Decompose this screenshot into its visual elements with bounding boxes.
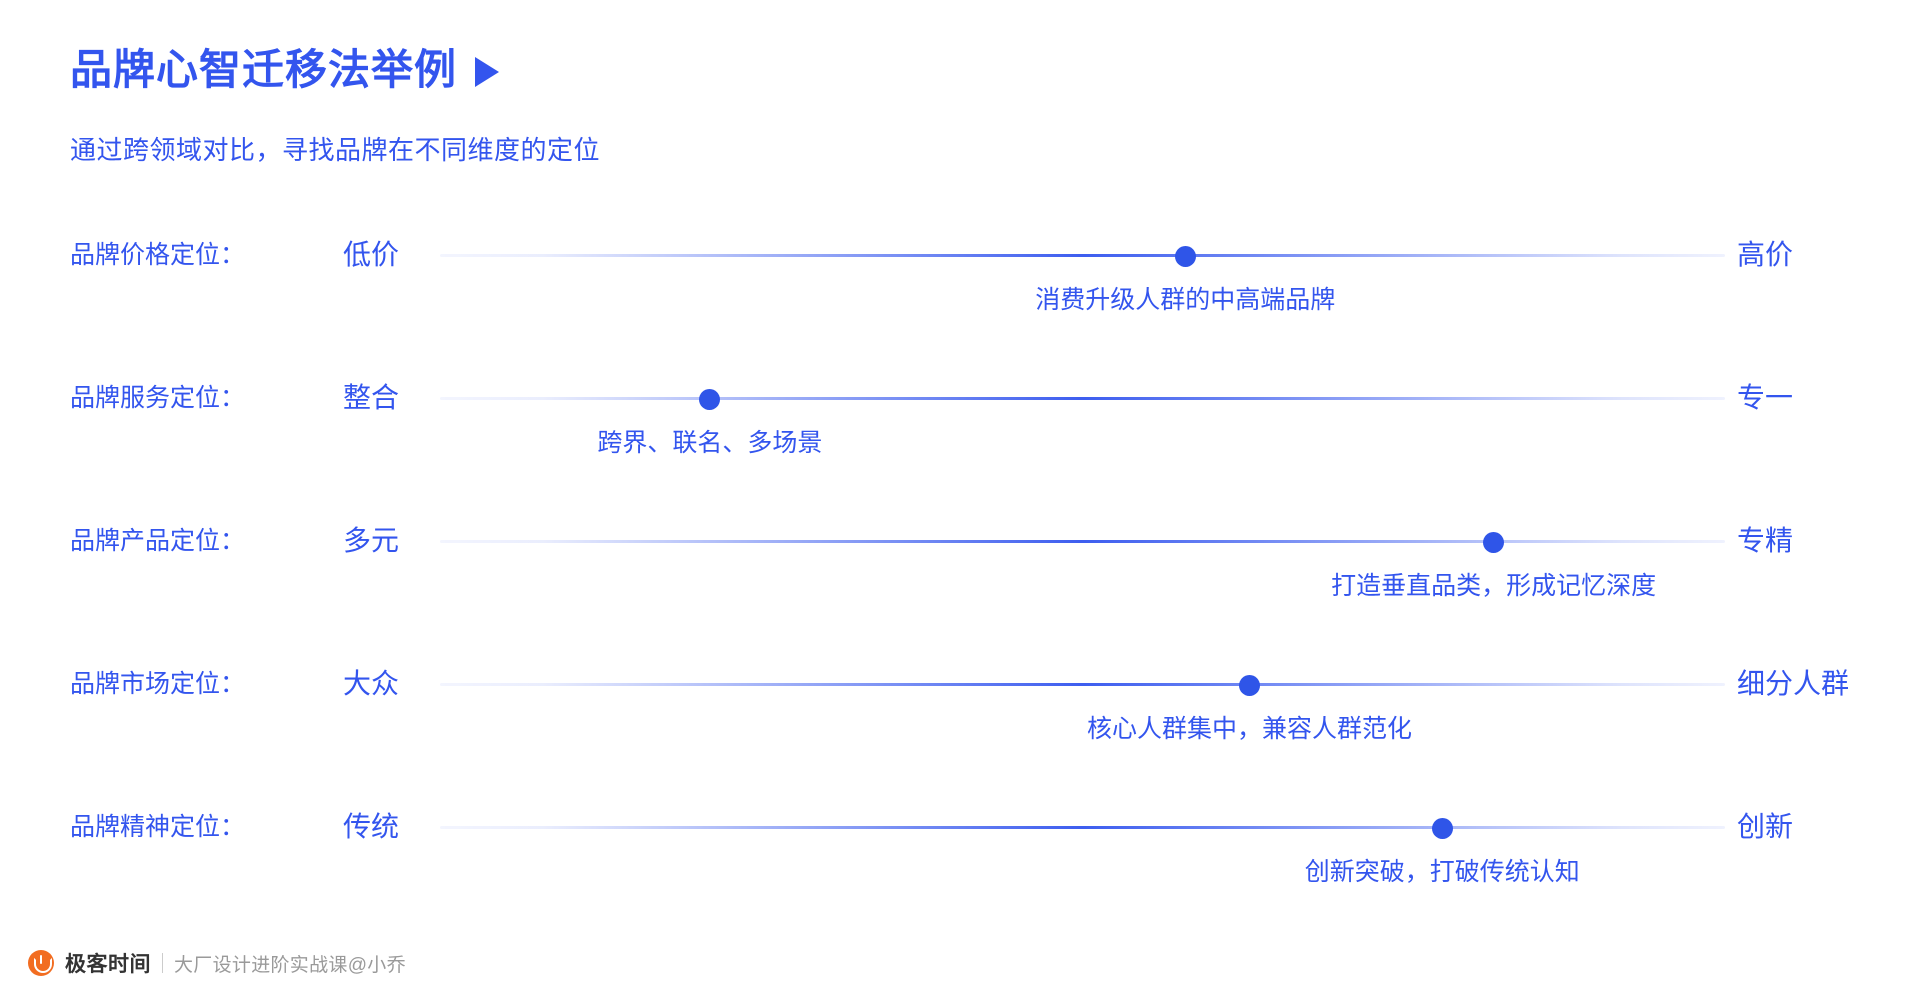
left-pole-label: 大众	[343, 668, 400, 699]
dimension-note: 创新突破，打破传统认知	[1304, 858, 1580, 886]
slider-track-wrap[interactable]	[440, 388, 1725, 410]
slider-track-wrap[interactable]	[440, 817, 1725, 839]
slider-track	[440, 826, 1725, 829]
slider-track-wrap[interactable]	[440, 674, 1725, 696]
left-pole-label: 传统	[343, 811, 400, 842]
dimension-label: 品牌价格定位：	[70, 241, 246, 269]
dimension-row: 品牌市场定位： 大众 细分人群 核心人群集中，兼容人群范化	[0, 667, 1920, 810]
dimension-label: 品牌产品定位：	[70, 527, 246, 555]
left-pole-label: 整合	[343, 382, 400, 413]
play-triangle-icon	[475, 57, 500, 88]
right-pole-label: 专精	[1737, 525, 1794, 556]
slider-track	[440, 540, 1725, 543]
slider-track	[440, 683, 1725, 686]
dimension-note: 核心人群集中，兼容人群范化	[1087, 715, 1413, 743]
dimension-row: 品牌服务定位： 整合 专一 跨界、联名、多场景	[0, 381, 1920, 524]
slider-track	[440, 254, 1725, 257]
slider-knob[interactable]	[1483, 531, 1505, 553]
footer-watermark: 极客时间 大厂设计进阶实战课@小乔	[28, 946, 406, 980]
footer-divider	[162, 953, 163, 973]
geekbang-circle-logo-icon	[28, 950, 54, 976]
dimension-slider-list: 品牌价格定位： 低价 高价 消费升级人群的中高端品牌 品牌服务定位： 整合 专一…	[0, 238, 1920, 953]
slider-knob[interactable]	[1174, 245, 1196, 267]
left-pole-label: 多元	[343, 525, 400, 556]
dimension-row: 品牌精神定位： 传统 创新 创新突破，打破传统认知	[0, 810, 1920, 953]
dimension-note: 打造垂直品类，形成记忆深度	[1331, 572, 1657, 600]
slider-track-wrap[interactable]	[440, 245, 1725, 267]
dimension-label: 品牌服务定位：	[70, 384, 246, 412]
brand-name: 极客时间	[65, 953, 151, 976]
title-row: 品牌心智迁移法举例	[70, 46, 1470, 94]
right-pole-label: 创新	[1737, 811, 1794, 842]
slider-track	[440, 397, 1725, 400]
right-pole-label: 专一	[1737, 382, 1794, 413]
dimension-row: 品牌产品定位： 多元 专精 打造垂直品类，形成记忆深度	[0, 524, 1920, 667]
course-name: 大厂设计进阶实战课@小乔	[174, 954, 406, 976]
dimension-note: 消费升级人群的中高端品牌	[1035, 286, 1336, 314]
page-title: 品牌心智迁移法举例	[70, 46, 458, 93]
dimension-row: 品牌价格定位： 低价 高价 消费升级人群的中高端品牌	[0, 238, 1920, 381]
page-subtitle: 通过跨领域对比，寻找品牌在不同维度的定位	[70, 135, 601, 166]
slide-header: 品牌心智迁移法举例 通过跨领域对比，寻找品牌在不同维度的定位	[70, 46, 1470, 167]
left-pole-label: 低价	[343, 239, 400, 270]
slider-knob[interactable]	[699, 388, 721, 410]
dimension-label: 品牌市场定位：	[70, 670, 246, 698]
slider-track-wrap[interactable]	[440, 531, 1725, 553]
right-pole-label: 细分人群	[1737, 668, 1850, 699]
dimension-label: 品牌精神定位：	[70, 813, 246, 841]
right-pole-label: 高价	[1737, 239, 1794, 270]
slider-knob[interactable]	[1431, 817, 1453, 839]
slider-knob[interactable]	[1239, 674, 1261, 696]
dimension-note: 跨界、联名、多场景	[597, 429, 823, 457]
